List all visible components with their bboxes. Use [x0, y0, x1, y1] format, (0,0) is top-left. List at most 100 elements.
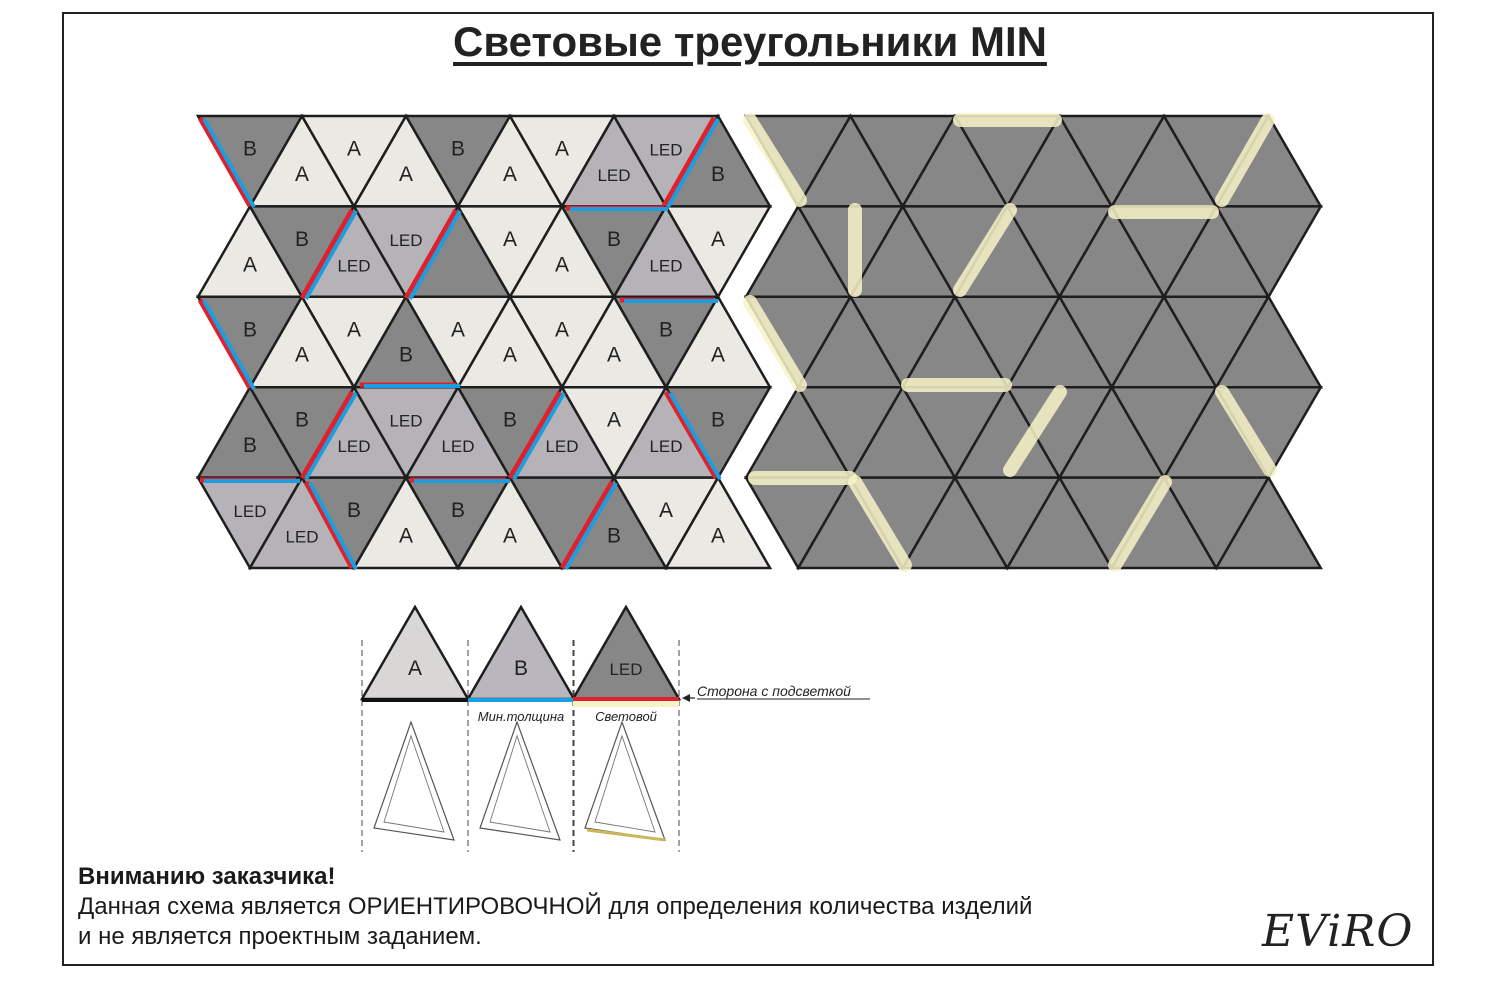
legend-tile-label: A	[408, 657, 422, 680]
tile-label: A	[555, 253, 569, 276]
legend-tile-label: LED	[609, 660, 642, 679]
tile-label: LED	[337, 256, 370, 275]
lit-edge-blue	[308, 482, 358, 570]
arrow-head-icon	[682, 694, 690, 702]
customer-notice: Вниманию заказчика! Данная схема являетс…	[78, 862, 1032, 952]
lit-edge-blue	[202, 118, 256, 208]
tile-label: B	[243, 434, 257, 457]
legend-caption: Световой	[595, 709, 657, 724]
tile-label: A	[451, 318, 465, 341]
lit-edge-red	[507, 390, 563, 480]
tile-label: B	[503, 409, 517, 432]
tile-label: A	[347, 138, 361, 161]
lit-side-note: Сторона с подсветкой	[697, 683, 851, 699]
tile-label: B	[399, 344, 413, 367]
left-mosaic-layout: B A A A B A A LED LED B A B LED LED A A B LED A B A A B A A A A B A B…	[195, 113, 773, 571]
glow-strip	[1215, 113, 1275, 207]
notice-line-2: и не является проектным заданием.	[78, 923, 482, 950]
lit-edge-blue	[304, 210, 358, 300]
lit-edge-red	[299, 390, 355, 480]
tile-label: LED	[545, 437, 578, 456]
tile-label: B	[711, 163, 725, 186]
tile-label: A	[607, 344, 621, 367]
tile-label: LED	[389, 412, 422, 431]
lit-edge-blue	[666, 118, 720, 208]
tile-label: B	[607, 524, 621, 547]
tile-label: A	[503, 163, 517, 186]
tile-label: LED	[597, 166, 630, 185]
tile-label: A	[399, 163, 413, 186]
lit-edge-blue	[408, 210, 462, 300]
legend: A B Мин.толщина LED Световой Сторона с подсве…	[359, 604, 870, 852]
tile-label: A	[555, 138, 569, 161]
glow-strip	[743, 295, 807, 392]
lit-edge-red	[403, 208, 459, 300]
tile-label: B	[451, 499, 465, 522]
legend-edge-led-glow	[573, 701, 679, 707]
tile-label: B	[295, 409, 309, 432]
legend-sketch-led-edge	[586, 828, 666, 842]
page-title: Световые треугольники MIN	[453, 18, 1047, 65]
legend-caption: Мин.толщина	[478, 709, 564, 724]
lit-edge-red	[197, 116, 253, 208]
tile-label: A	[399, 524, 413, 547]
legend-sketch-inner	[489, 734, 551, 833]
legend-sketch	[373, 720, 455, 841]
legend-sketch-inner	[594, 734, 656, 833]
tile-label: A	[711, 344, 725, 367]
tile-label: LED	[441, 437, 474, 456]
tile-label: A	[711, 228, 725, 251]
tile-label: A	[659, 499, 673, 522]
glow-strip	[743, 113, 807, 207]
notice-heading: Вниманию заказчика!	[78, 863, 336, 890]
tile-label: A	[503, 228, 517, 251]
lit-edge-blue	[512, 391, 566, 481]
tile-label: A	[295, 163, 309, 186]
tile-label: A	[607, 409, 621, 432]
lit-edge-red	[299, 208, 355, 300]
tile-label: LED	[233, 502, 266, 521]
tile-label: A	[503, 524, 517, 547]
tile-label: B	[243, 138, 257, 161]
glow-strip	[848, 475, 912, 572]
tile-label: B	[711, 409, 725, 432]
mosaic-tile	[663, 475, 773, 570]
lit-edge-blue	[304, 391, 358, 481]
lit-view-tile	[1214, 205, 1323, 300]
lit-edge-red	[663, 390, 719, 480]
tile-label: B	[295, 228, 309, 251]
eviro-logo: EViRO	[1262, 906, 1414, 957]
legend-tile	[570, 604, 682, 701]
legend-sketch-inner	[383, 734, 445, 833]
tile-label: B	[451, 138, 465, 161]
notice-line-1: Данная схема является ОРИЕНТИРОВОЧНОЙ дл…	[78, 893, 1033, 920]
glow-strip	[1108, 475, 1172, 572]
tile-label: A	[295, 344, 309, 367]
lit-edge-blue	[202, 300, 256, 390]
right-mosaic-lit-view	[743, 113, 1323, 572]
tile-label: A	[555, 318, 569, 341]
glow-strip	[1003, 385, 1067, 477]
page-frame	[62, 12, 1434, 966]
lit-edge-red	[303, 480, 355, 570]
glow-strip	[1215, 385, 1277, 477]
tile-label: LED	[389, 231, 422, 250]
mosaic-tile	[663, 205, 773, 300]
legend-tile-label: B	[514, 657, 528, 680]
legend-tile	[465, 604, 577, 701]
legend-sketch	[479, 720, 561, 841]
tile-label: LED	[649, 141, 682, 160]
legend-tile	[359, 604, 471, 701]
tile-label: LED	[649, 256, 682, 275]
lit-edge-red	[559, 480, 615, 570]
lit-edge-blue	[668, 391, 722, 481]
tile-label: B	[243, 318, 257, 341]
tile-label: B	[347, 499, 361, 522]
tile-label: A	[243, 253, 257, 276]
tile-label: LED	[285, 527, 318, 546]
tile-label: B	[659, 318, 673, 341]
tile-label: B	[607, 228, 621, 251]
tile-label: LED	[649, 437, 682, 456]
tile-label: LED	[337, 437, 370, 456]
